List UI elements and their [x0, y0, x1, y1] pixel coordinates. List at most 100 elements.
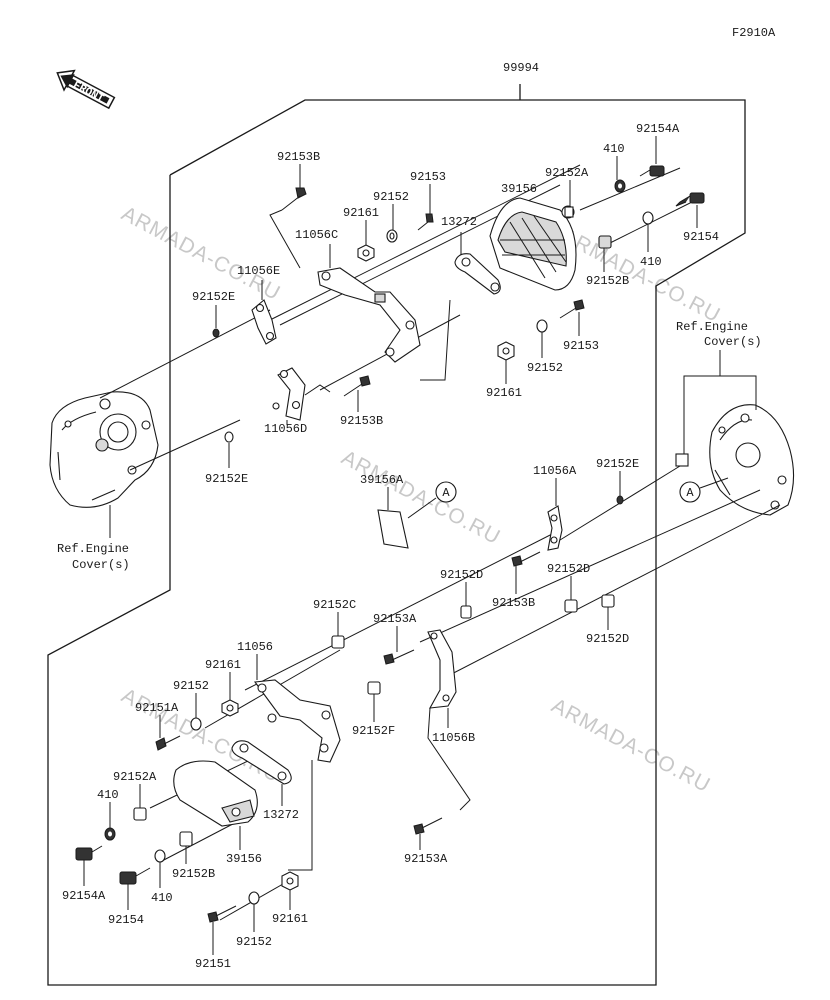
bolt-92153A-lower	[383, 649, 415, 665]
label-92152E-lower: 92152E	[596, 457, 639, 471]
slider-pad-upper	[489, 197, 577, 291]
collar-92152D-c	[601, 594, 615, 608]
label-92152D-a: 92152D	[440, 568, 483, 582]
slider-pad-lower	[173, 760, 258, 827]
label-92161-upper-right: 92161	[486, 386, 522, 400]
collar-92152-upper-right	[536, 319, 548, 333]
figure-code: F2910A	[732, 26, 776, 40]
ref-engine-cover-left-line1: Ref.Engine	[57, 542, 129, 556]
ref-engine-cover-right-line1: Ref.Engine	[676, 320, 748, 334]
label-92153B-upper-b: 92153B	[340, 414, 383, 428]
bracket-11056	[253, 679, 341, 763]
ref-engine-cover-right-line2: Cover(s)	[704, 335, 762, 349]
watermark-text: ARMADA-CO.RU	[338, 446, 505, 549]
collar-92152D-b	[564, 599, 578, 613]
gasket-upper	[454, 253, 501, 295]
label-39156-upper: 39156	[501, 182, 537, 196]
label-39156-lower: 39156	[226, 852, 262, 866]
label-92152A-upper: 92152A	[545, 166, 589, 180]
label-92151: 92151	[195, 957, 231, 971]
label-92154A-upper: 92154A	[636, 122, 680, 136]
label-92153B-lower: 92153B	[492, 596, 535, 610]
nut-92161-upper	[357, 244, 375, 262]
label-92152C: 92152C	[313, 598, 356, 612]
label-92152-lower: 92152	[173, 679, 209, 693]
collar-92152D-a	[460, 605, 472, 619]
label-39156A: 39156A	[360, 473, 404, 487]
label-92153B-upper: 92153B	[277, 150, 320, 164]
label-92154A-lower: 92154A	[62, 889, 106, 903]
label-92153-upper: 92153	[410, 170, 446, 184]
ref-letter-a: A	[686, 486, 694, 500]
bolt-92154A-upper	[639, 165, 665, 177]
collar-92152-lower	[190, 717, 202, 731]
label-92152-upper: 92152	[373, 190, 409, 204]
front-arrow-icon: FRONT	[56, 69, 116, 110]
label-410-upper-b: 410	[640, 255, 662, 269]
kit-number: 99994	[503, 61, 539, 75]
washer-410-lower-a	[104, 827, 116, 841]
bolt-92154-upper	[675, 192, 705, 207]
collar-92152F	[367, 681, 381, 695]
kit-frame	[47, 84, 746, 986]
bolt-92153-upper-right	[559, 299, 585, 319]
collar-92152C	[331, 635, 345, 649]
collar-92152B-lower	[179, 831, 193, 847]
label-92152-upper-right: 92152	[527, 361, 563, 375]
collar-92152A-lower	[133, 807, 147, 821]
collar-92152E-upper-b	[224, 431, 234, 443]
collar-92152-upper	[386, 229, 398, 243]
label-11056C: 11056C	[295, 228, 338, 242]
label-92152-lower-b: 92152	[236, 935, 272, 949]
label-13272-upper: 13272	[441, 215, 477, 229]
sticker-39156A	[377, 509, 409, 549]
label-11056A: 11056A	[533, 464, 577, 478]
engine-cover-right	[709, 404, 795, 516]
label-92152D-b: 92152D	[547, 562, 590, 576]
nut-92161-upper-right	[497, 341, 515, 361]
bolt-92154A-lower	[75, 845, 103, 861]
bracket-11056E	[251, 299, 277, 345]
bolt-92151A	[155, 735, 181, 751]
gasket-lower	[231, 740, 292, 785]
bolt-92153-upper	[417, 213, 434, 231]
label-92152E-upper-b: 92152E	[205, 472, 248, 486]
label-410-lower-a: 410	[97, 788, 119, 802]
label-92152F: 92152F	[352, 724, 395, 738]
label-92152D-c: 92152D	[586, 632, 629, 646]
label-13272-lower: 13272	[263, 808, 299, 822]
bolt-92153B-lower	[511, 551, 541, 567]
label-92154-lower: 92154	[108, 913, 144, 927]
bolt-92154-lower	[119, 867, 151, 885]
collar-92152-lower-b	[248, 891, 260, 905]
bracket-11056B	[427, 629, 457, 709]
label-92154-upper: 92154	[683, 230, 719, 244]
label-11056: 11056	[237, 640, 273, 654]
label-92161-lower-b: 92161	[272, 912, 308, 926]
label-92152E-upper: 92152E	[192, 290, 235, 304]
ref-circle-a-left: A	[435, 481, 457, 503]
label-92152B-upper: 92152B	[586, 274, 629, 288]
watermark-text: ARMADA-CO.RU	[548, 694, 715, 797]
spacer-block-right	[675, 453, 689, 467]
bolt-92151	[207, 905, 237, 923]
label-11056E: 11056E	[237, 264, 280, 278]
bolt-92153B-upper	[281, 187, 307, 211]
bolt-92153B-upper-b	[343, 375, 371, 397]
label-92152B-lower: 92152B	[172, 867, 215, 881]
label-11056D: 11056D	[264, 422, 307, 436]
washer-410-lower-b	[154, 849, 166, 863]
bracket-11056C	[317, 267, 421, 363]
label-410-upper-a: 410	[603, 142, 625, 156]
label-11056B: 11056B	[432, 731, 475, 745]
ref-letter-a: A	[442, 486, 450, 500]
label-92153A-lower: 92153A	[373, 612, 417, 626]
label-92161-upper: 92161	[343, 206, 379, 220]
engine-cover-left	[49, 391, 159, 508]
nut-92161-lower-b	[281, 871, 299, 891]
bracket-11056D	[272, 367, 306, 421]
collar-92152B-upper	[598, 235, 612, 249]
collar-92152E-upper	[212, 328, 220, 338]
ref-circle-a-right: A	[679, 481, 701, 503]
